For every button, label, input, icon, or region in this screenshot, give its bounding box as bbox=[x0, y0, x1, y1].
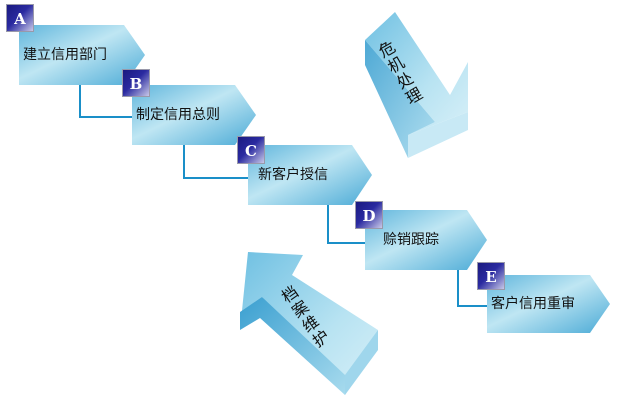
step-b-label: 制定信用总则 bbox=[136, 107, 220, 123]
connector-a-b bbox=[79, 85, 134, 118]
badge-e: E bbox=[477, 262, 505, 290]
badge-d: D bbox=[355, 201, 383, 229]
connector-b-c bbox=[183, 145, 250, 179]
badge-b: B bbox=[122, 69, 150, 97]
step-d-label: 赊销跟踪 bbox=[383, 232, 439, 248]
badge-a: A bbox=[6, 4, 34, 32]
step-a: 建立信用部门 bbox=[19, 25, 147, 85]
connector-c-d bbox=[327, 205, 367, 244]
archive-arrow bbox=[240, 252, 378, 395]
step-d: 赊销跟踪 bbox=[365, 210, 493, 270]
connector-d-e bbox=[457, 270, 489, 307]
step-c-label: 新客户授信 bbox=[258, 167, 328, 183]
badge-c: C bbox=[237, 136, 265, 164]
step-b: 制定信用总则 bbox=[132, 85, 260, 145]
step-a-label: 建立信用部门 bbox=[23, 47, 107, 63]
step-c: 新客户授信 bbox=[248, 145, 376, 205]
step-e: 客户信用重审 bbox=[487, 275, 615, 335]
crisis-arrow bbox=[365, 12, 468, 158]
step-e-label: 客户信用重审 bbox=[491, 296, 575, 312]
